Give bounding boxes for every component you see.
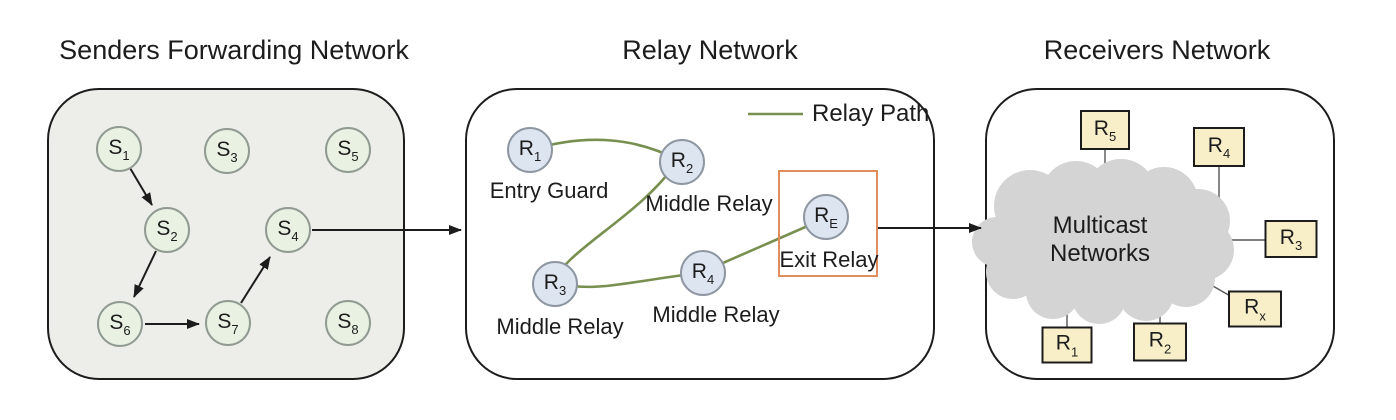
relay-panel-title: Relay Network: [622, 35, 798, 65]
relay-role-middle-relay-4: Middle Relay: [652, 302, 780, 327]
relay-node-r1: R1: [507, 127, 553, 173]
sender-node-s5: S5: [325, 127, 371, 173]
sender-node-s8: S8: [325, 300, 371, 346]
receiver-node-r5: R5: [1080, 110, 1130, 150]
relay-role-middle-relay-3: Middle Relay: [496, 314, 624, 339]
receiver-node-r2: R2: [1133, 322, 1187, 362]
receiver-node-r4: R4: [1193, 127, 1245, 167]
sender-node-s7: S7: [205, 300, 251, 346]
relay-node-r3: R3: [532, 261, 578, 307]
arrow-s7-s4: [240, 256, 271, 304]
receiver-node-rx: Rx: [1228, 290, 1282, 328]
sender-node-s1: S1: [96, 126, 142, 172]
sender-arrows: [129, 167, 982, 329]
relay-node-r2: R2: [659, 139, 705, 185]
relay-role-middle-relay-2: Middle Relay: [645, 191, 773, 216]
sender-node-s4: S4: [265, 207, 311, 253]
multicast-cloud-label: Multicast Networks: [1049, 212, 1151, 267]
arrow-s1-s2: [129, 167, 153, 206]
relay-node-r4: R4: [680, 250, 726, 296]
relay-role-entry-guard: Entry Guard: [489, 178, 609, 203]
receiver-node-r3: R3: [1264, 220, 1318, 258]
sender-node-s3: S3: [204, 128, 250, 174]
relay-path-line: [529, 138, 827, 289]
receiver-node-r1: R1: [1041, 326, 1093, 364]
arrow-s2-s6: [133, 250, 157, 298]
sender-node-s2: S2: [144, 207, 190, 253]
multicast-cloud: [972, 159, 1234, 324]
sender-node-s6: S6: [97, 301, 143, 347]
senders-panel-title: Senders Forwarding Network: [59, 35, 409, 65]
legend-relay-path-label: Relay Path: [812, 100, 930, 127]
receivers-panel-title: Receivers Network: [1043, 35, 1271, 65]
relay-node-re: RE: [803, 194, 849, 240]
exit-relay-highlight-box: [778, 170, 878, 277]
relay-role-exit-relay: Exit Relay: [779, 247, 879, 272]
